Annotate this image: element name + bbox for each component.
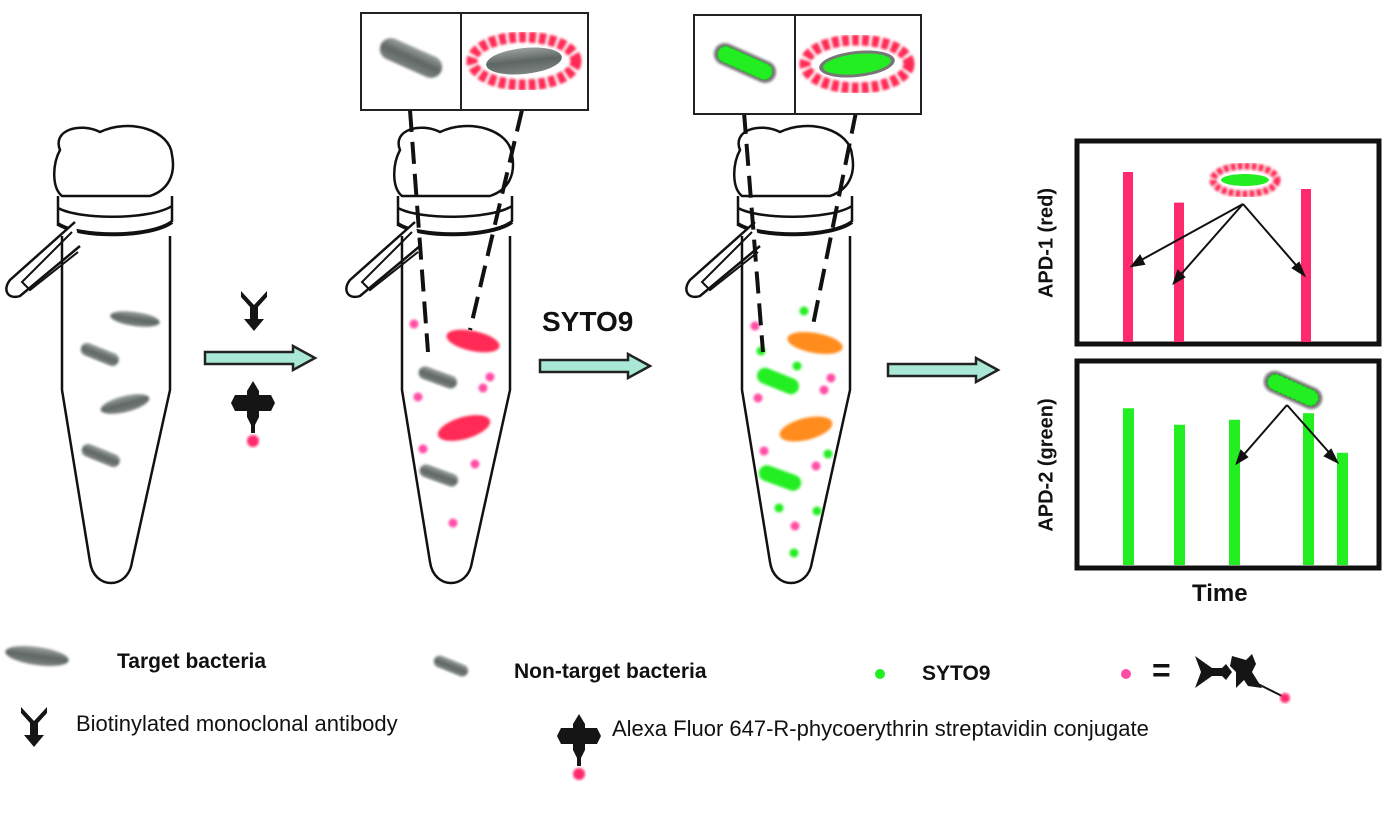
signal-bar: [1174, 424, 1185, 565]
syto9-legend-label: SYTO9: [922, 662, 991, 685]
syto9-step-label: SYTO9: [542, 306, 634, 337]
pink-dots: [409, 319, 495, 528]
stained-labeled-target-inset: [799, 34, 915, 94]
target-bacteria-legend-label: Target bacteria: [117, 650, 266, 673]
pink-dot-legend-icon: [1121, 669, 1131, 679]
inset-box-2: [693, 14, 922, 115]
time-axis-label: Time: [1192, 580, 1248, 607]
reagent-addition-step: [203, 291, 317, 447]
signal-bar: [1303, 413, 1314, 565]
signal-bar: [1123, 172, 1133, 342]
antibody-legend-icon: [21, 707, 47, 747]
non-target-bacterium: [81, 443, 120, 468]
non-target-bacterium: [419, 464, 459, 487]
target-bacterium: [110, 311, 160, 327]
target-bacterium: [100, 394, 150, 414]
antibody-conjugate-complex-icon: [1195, 654, 1290, 703]
apd-1-axis-label: APD-1 (red): [1035, 187, 1058, 299]
non-target-bacteria-legend-icon: [433, 655, 469, 677]
target-bacterium-orange: [787, 332, 843, 354]
tube-2-labeled: [344, 109, 524, 585]
labeled-target-bacterium: [437, 415, 491, 441]
process-arrow: [538, 352, 652, 380]
green-dots: [756, 306, 833, 558]
non-target-bacterium: [80, 342, 119, 367]
process-arrow: [886, 356, 1000, 384]
event-arrows: [1129, 203, 1307, 286]
syto9-legend-icon: [875, 669, 885, 679]
signal-bar: [1123, 408, 1134, 565]
apd-2-axis-label: APD-2 (green): [1035, 398, 1058, 532]
signal-bar: [1337, 452, 1348, 565]
equals-sign: =: [1152, 652, 1171, 688]
target-bacteria-legend-icon: [5, 646, 69, 666]
pink-dots: [750, 321, 836, 531]
apd-1-plot: [1074, 138, 1382, 347]
conjugate-legend-label: Alexa Fluor 647-R-phycoerythrin streptav…: [612, 716, 1149, 741]
antibody-legend-label: Biotinylated monoclonal antibody: [76, 711, 398, 736]
event-arrows: [1235, 404, 1340, 466]
labeled-target-bacterium: [446, 329, 500, 353]
apd-2-plot: [1074, 358, 1382, 571]
stained-bacterium-marker: [1263, 370, 1323, 410]
non-target-bacterium-green: [757, 367, 799, 395]
labeled-bacterium-inset: [466, 31, 582, 91]
conjugate-icon: [231, 381, 275, 447]
signal-bar: [1229, 419, 1240, 565]
signal-bar: [1301, 189, 1311, 342]
stained-non-target-inset: [713, 43, 777, 83]
process-arrow: [203, 344, 317, 372]
tube-3-stained: [684, 111, 858, 585]
inset-box-1: [360, 12, 589, 111]
non-target-bacterium: [418, 366, 458, 389]
conjugate-legend-icon: [557, 714, 601, 780]
labeled-bacterium-marker: [1209, 162, 1281, 198]
non-target-bacteria-legend-label: Non-target bacteria: [514, 660, 707, 683]
target-bacterium-orange: [779, 416, 833, 442]
non-target-bacterium-inset: [379, 38, 443, 78]
non-target-bacterium-green: [758, 465, 802, 491]
tube-1-target-bacteria: [4, 124, 176, 585]
antibody-icon: [241, 291, 267, 331]
